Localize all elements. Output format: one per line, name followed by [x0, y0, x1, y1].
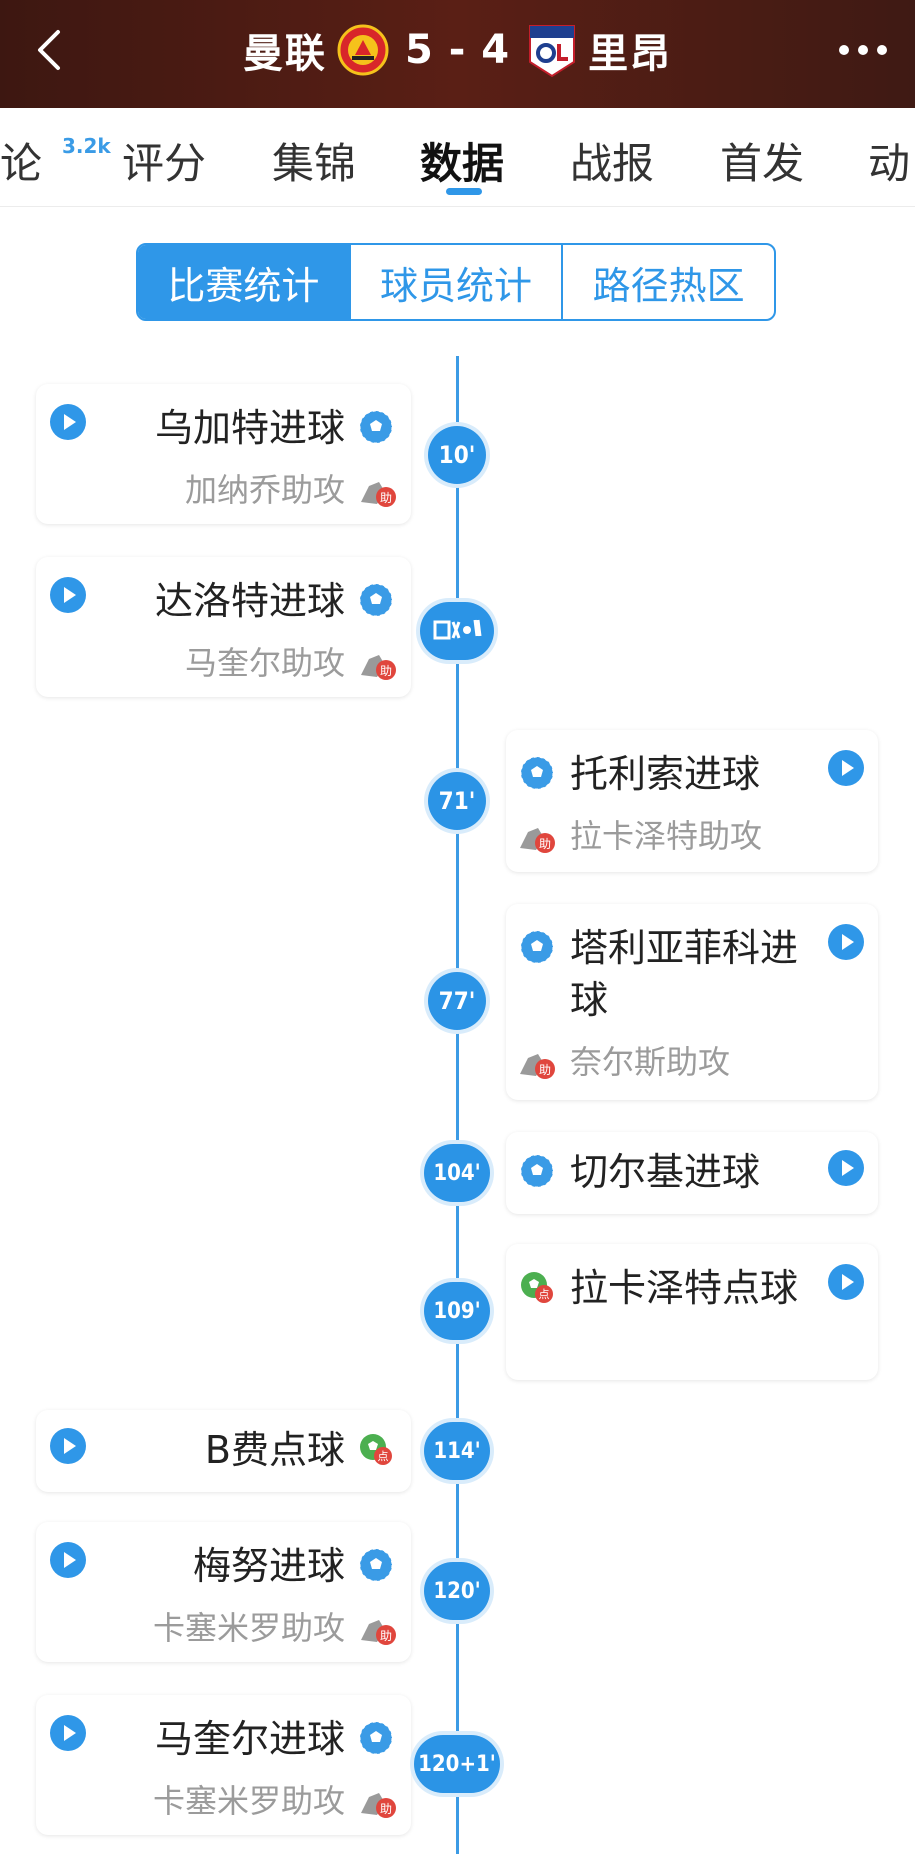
assist-badge-text: 助 — [539, 1063, 551, 1077]
play-icon[interactable] — [828, 750, 864, 786]
football-icon — [359, 583, 393, 617]
minute-marker: 109' — [424, 1282, 490, 1340]
tab-more[interactable]: 动 — [868, 139, 911, 188]
event-title: B费点球 — [204, 1428, 345, 1472]
event-card[interactable]: 马奎尔进球 卡塞米罗助攻 助 — [36, 1695, 411, 1835]
tab-comments[interactable]: 评论 — [0, 139, 43, 188]
football-icon — [520, 1154, 554, 1188]
event-card[interactable]: 达洛特进球 马奎尔助攻 助 — [36, 557, 411, 697]
minute-marker: 77' — [428, 972, 486, 1030]
tab-bar: 评论 3.2k 评分 集锦 数据 战报 首发 动 — [0, 108, 915, 207]
assist-badge-text: 助 — [380, 1629, 392, 1643]
match-header: 曼联 5 - 4 里昂 — [0, 0, 915, 108]
assist-boot-icon: 助 — [361, 1793, 396, 1818]
assist-boot-icon: 助 — [361, 482, 396, 507]
minute-marker: 10' — [428, 426, 486, 484]
segment-player-stats[interactable]: 球员统计 — [348, 245, 562, 319]
tab-report[interactable]: 战报 — [570, 139, 655, 188]
penalty-icon: 点 — [521, 1272, 553, 1303]
segment-heatmap[interactable]: 路径热区 — [561, 245, 774, 319]
football-icon — [359, 410, 393, 444]
manchester-united-crest-icon[interactable] — [337, 22, 389, 78]
more-options-button[interactable] — [831, 30, 895, 70]
play-icon[interactable] — [828, 1150, 864, 1186]
event-card[interactable]: B费点球 点 — [36, 1410, 411, 1492]
event-title: 马奎尔进球 — [154, 1717, 345, 1761]
event-card[interactable]: 乌加特进球 加纳乔助攻 助 — [36, 384, 411, 524]
home-team-name[interactable]: 曼联 — [242, 31, 327, 77]
event-card[interactable]: 切尔基进球 — [506, 1132, 878, 1214]
tab-lineup[interactable]: 首发 — [720, 139, 805, 188]
olympique-lyonnais-crest-icon[interactable] — [526, 22, 578, 78]
assist-badge-text: 助 — [380, 664, 392, 678]
event-title: 托利索进球 — [570, 752, 761, 796]
half-time-marker — [420, 602, 494, 660]
play-icon[interactable] — [50, 577, 86, 613]
tab-ratings[interactable]: 评分 — [122, 139, 207, 188]
event-title: 塔利亚菲科进球 — [570, 926, 799, 1022]
chevron-left-icon — [38, 30, 60, 70]
event-assist: 马奎尔助攻 — [184, 644, 345, 682]
event-assist: 拉卡泽特助攻 — [570, 817, 763, 855]
scoreboard: 曼联 5 - 4 里昂 — [0, 0, 915, 100]
event-card[interactable]: 托利索进球 助 拉卡泽特助攻 — [506, 730, 878, 872]
event-title: 拉卡泽特点球 — [570, 1266, 799, 1310]
active-tab-indicator — [446, 188, 482, 195]
play-icon[interactable] — [50, 404, 86, 440]
event-card[interactable]: 梅努进球 卡塞米罗助攻 助 — [36, 1522, 411, 1662]
minute-marker: 71' — [428, 772, 486, 830]
event-assist: 奈尔斯助攻 — [570, 1043, 731, 1081]
play-icon[interactable] — [828, 1264, 864, 1300]
football-icon — [520, 756, 554, 790]
event-assist: 卡塞米罗助攻 — [152, 1609, 345, 1647]
play-icon[interactable] — [50, 1542, 86, 1578]
assist-badge-text: 助 — [539, 837, 551, 851]
minute-marker: 114' — [424, 1422, 490, 1480]
event-card[interactable]: 塔利亚菲科进球 助 奈尔斯助攻 — [506, 904, 878, 1100]
tab-data[interactable]: 数据 — [420, 139, 505, 188]
penalty-icon: 点 — [360, 1434, 392, 1465]
event-assist: 加纳乔助攻 — [184, 471, 345, 509]
event-title: 切尔基进球 — [570, 1150, 761, 1194]
football-icon — [520, 930, 554, 964]
back-button[interactable] — [18, 18, 82, 82]
comment-count-badge: 3.2k — [62, 134, 111, 158]
event-assist: 卡塞米罗助攻 — [152, 1782, 345, 1820]
play-icon[interactable] — [828, 924, 864, 960]
event-title: 达洛特进球 — [154, 579, 345, 623]
minute-marker: 120+1' — [414, 1735, 500, 1793]
assist-boot-icon: 助 — [361, 1620, 396, 1645]
play-icon[interactable] — [50, 1715, 86, 1751]
penalty-badge-text: 点 — [539, 1288, 550, 1301]
timeline-axis — [456, 356, 459, 1854]
football-icon — [359, 1721, 393, 1755]
event-card[interactable]: 点 拉卡泽特点球 — [506, 1244, 878, 1380]
assist-boot-icon: 助 — [361, 655, 396, 680]
penalty-badge-text: 点 — [378, 1450, 389, 1463]
event-title: 乌加特进球 — [154, 406, 345, 450]
stats-segmented-control: 比赛统计 球员统计 路径热区 — [136, 243, 776, 321]
match-score: 5 - 4 — [404, 27, 511, 73]
assist-badge-text: 助 — [380, 1802, 392, 1816]
minute-marker: 104' — [424, 1144, 490, 1202]
minute-marker: 120' — [424, 1562, 490, 1620]
more-dots-icon — [839, 45, 887, 55]
segment-match-stats[interactable]: 比赛统计 — [138, 245, 349, 319]
half-time-icon — [433, 619, 482, 640]
event-title: 梅努进球 — [192, 1544, 345, 1588]
play-icon[interactable] — [50, 1428, 86, 1464]
assist-badge-text: 助 — [380, 491, 392, 505]
tab-highlights[interactable]: 集锦 — [272, 139, 357, 188]
away-team-name[interactable]: 里昂 — [588, 31, 673, 77]
assist-boot-icon: 助 — [520, 828, 555, 853]
football-icon — [359, 1548, 393, 1582]
assist-boot-icon: 助 — [520, 1054, 555, 1079]
